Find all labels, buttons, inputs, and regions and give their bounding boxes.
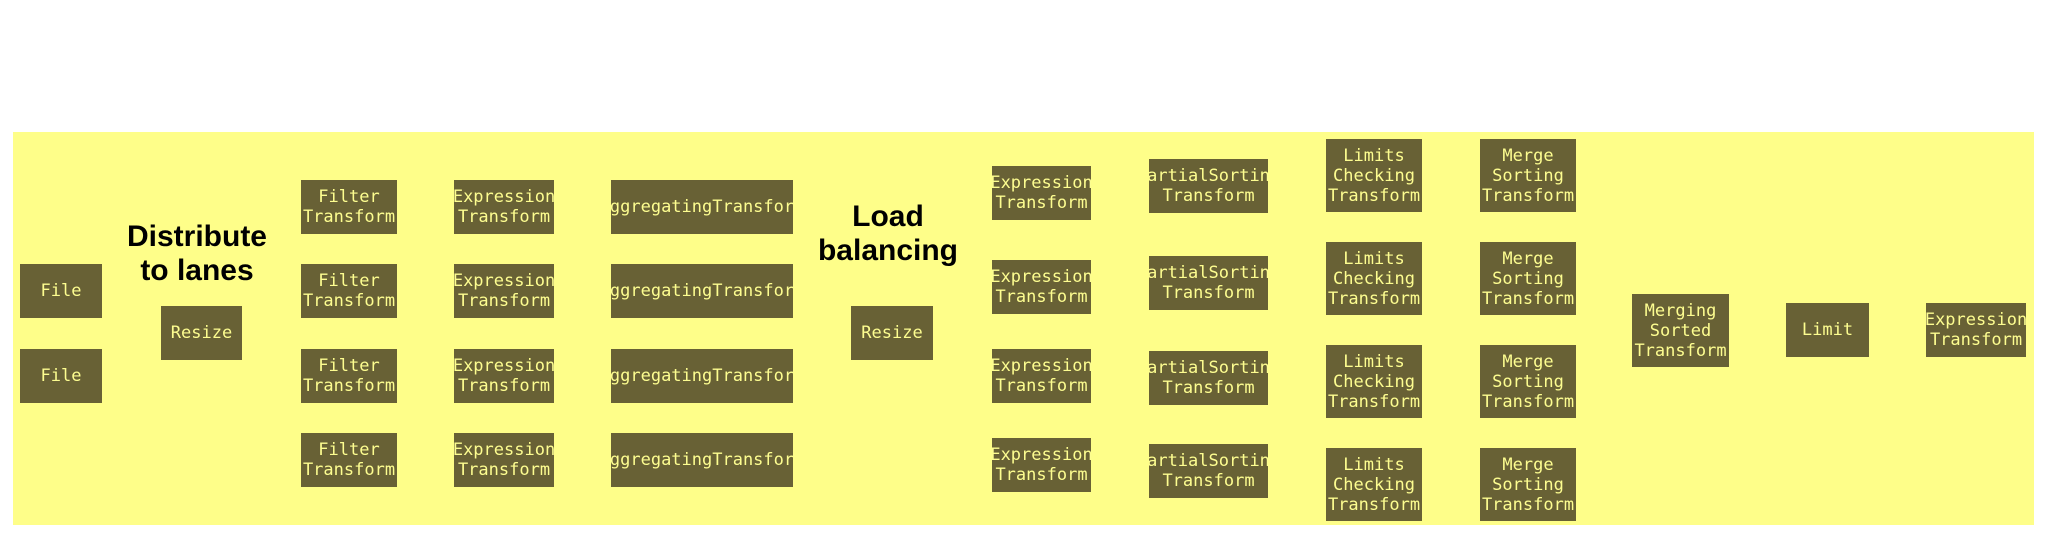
node-resize-2[interactable]: Resize [851, 306, 933, 360]
annotation-distribute-to-lanes: Distribute to lanes [126, 220, 267, 287]
node-filter-transform-3[interactable]: Filter Transform [301, 349, 397, 403]
node-partial-sorting-transform-4[interactable]: PartialSorting Transform [1149, 444, 1268, 498]
node-expression-transform-2[interactable]: Expression Transform [454, 264, 554, 318]
node-expression-transform-3[interactable]: Expression Transform [454, 349, 554, 403]
node-resize-1[interactable]: Resize [161, 306, 242, 360]
node-partial-sorting-transform-3[interactable]: PartialSorting Transform [1149, 351, 1268, 405]
node-expression-transform-4[interactable]: Expression Transform [454, 433, 554, 487]
node-aggregating-transform-1[interactable]: AggregatingTransform [611, 180, 793, 234]
node-aggregating-transform-3[interactable]: AggregatingTransform [611, 349, 793, 403]
node-aggregating-transform-2[interactable]: AggregatingTransform [611, 264, 793, 318]
node-merge-sorting-transform-3[interactable]: Merge Sorting Transform [1480, 345, 1576, 418]
node-expression-transform-8[interactable]: Expression Transform [992, 438, 1091, 492]
node-file-2[interactable]: File [20, 349, 102, 403]
annotation-load-balancing: Load balancing [817, 200, 959, 267]
node-merging-sorted-transform[interactable]: Merging Sorted Transform [1632, 294, 1729, 367]
node-limits-checking-transform-4[interactable]: Limits Checking Transform [1326, 448, 1422, 521]
node-expression-transform-5[interactable]: Expression Transform [992, 166, 1091, 220]
node-expression-transform-final[interactable]: Expression Transform [1926, 303, 2026, 357]
node-file-1[interactable]: File [20, 264, 102, 318]
node-limit[interactable]: Limit [1786, 303, 1869, 357]
node-expression-transform-6[interactable]: Expression Transform [992, 260, 1091, 314]
node-partial-sorting-transform-1[interactable]: PartialSorting Transform [1149, 159, 1268, 213]
node-limits-checking-transform-1[interactable]: Limits Checking Transform [1326, 139, 1422, 212]
node-filter-transform-2[interactable]: Filter Transform [301, 264, 397, 318]
node-aggregating-transform-4[interactable]: AggregatingTransform [611, 433, 793, 487]
node-partial-sorting-transform-2[interactable]: PartialSorting Transform [1149, 256, 1268, 310]
node-expression-transform-1[interactable]: Expression Transform [454, 180, 554, 234]
node-limits-checking-transform-3[interactable]: Limits Checking Transform [1326, 345, 1422, 418]
node-merge-sorting-transform-4[interactable]: Merge Sorting Transform [1480, 448, 1576, 521]
node-merge-sorting-transform-2[interactable]: Merge Sorting Transform [1480, 242, 1576, 315]
node-filter-transform-4[interactable]: Filter Transform [301, 433, 397, 487]
node-merge-sorting-transform-1[interactable]: Merge Sorting Transform [1480, 139, 1576, 212]
node-expression-transform-7[interactable]: Expression Transform [992, 349, 1091, 403]
node-limits-checking-transform-2[interactable]: Limits Checking Transform [1326, 242, 1422, 315]
node-filter-transform-1[interactable]: Filter Transform [301, 180, 397, 234]
